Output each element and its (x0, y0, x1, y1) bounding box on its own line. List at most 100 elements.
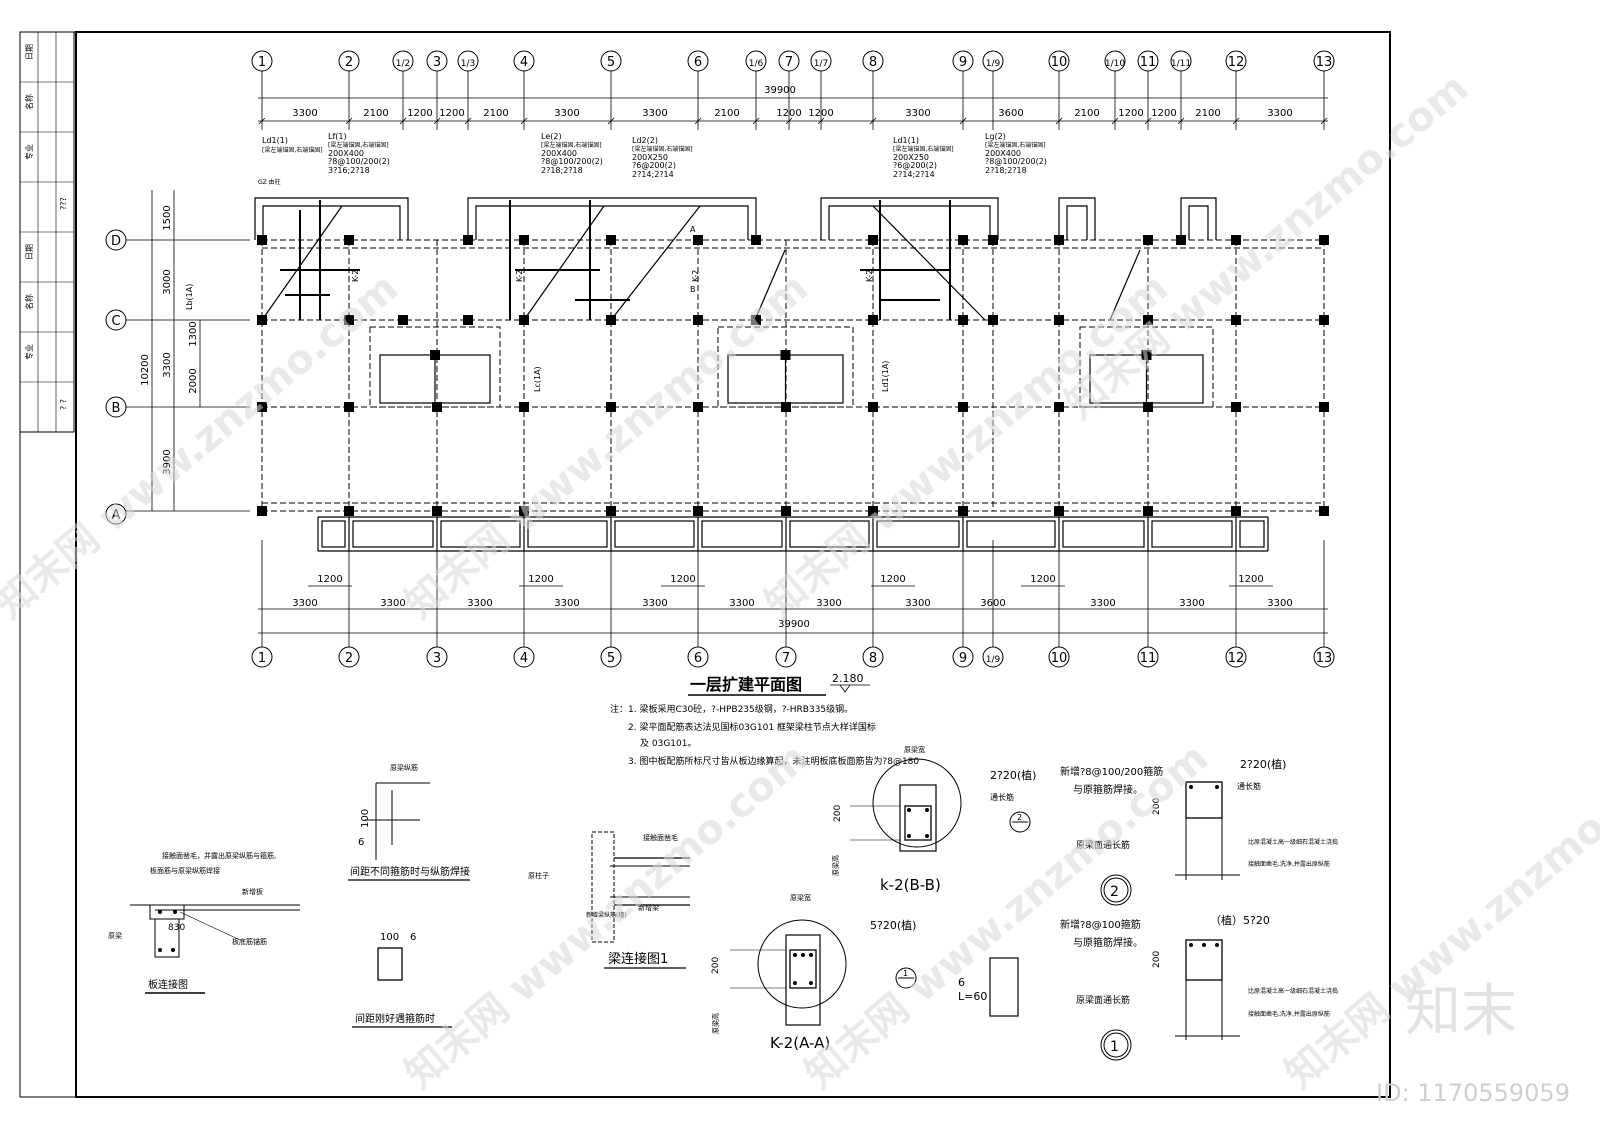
axis-label: 1/6 (749, 59, 764, 69)
svg-text:原梁高: 原梁高 (831, 855, 840, 876)
column (988, 315, 998, 325)
bottom-dim-value: 3300 (1267, 598, 1292, 609)
column (868, 235, 878, 245)
k2bb-title: k-2(B-B) (880, 876, 941, 894)
column (693, 402, 703, 412)
axis-label: 1/11 (1171, 59, 1191, 69)
axis-bubble-bottom: 5 (600, 540, 622, 668)
axis-bubble-row: B (105, 396, 250, 418)
column (1054, 506, 1064, 516)
svg-text:知末网 www.znzmo.com: 知末网 www.znzmo.com (797, 735, 1217, 1098)
svg-text:100: 100 (380, 932, 399, 943)
svg-text:新增?8@100/200箍筋: 新增?8@100/200箍筋 (1060, 765, 1163, 778)
k2-label-4: K-2 (865, 270, 874, 282)
column (1319, 315, 1329, 325)
axis-bubble-top: 7 (778, 50, 800, 130)
column (1319, 402, 1329, 412)
axis-bubble-top: 1/3 (457, 50, 479, 130)
axis-label: 7 (782, 651, 790, 666)
bottom-small-dim: 1200 (670, 574, 695, 585)
beam-connection-title: 梁连接图1 (608, 951, 668, 967)
top-dim-value: 2100 (1074, 108, 1099, 119)
svg-text:830: 830 (168, 923, 185, 933)
column (988, 235, 998, 245)
balcony-outline (467, 197, 757, 240)
column (257, 402, 267, 412)
svg-text:[梁左端锚固,右端锚固]: [梁左端锚固,右端锚固] (541, 141, 602, 149)
svg-text:新增梁: 新增梁 (638, 903, 659, 912)
top-dim-value: 1200 (1151, 108, 1176, 119)
column (257, 235, 267, 245)
top-dim-value: 3300 (292, 108, 317, 119)
left-dim-value: 2000 (188, 368, 199, 393)
column (344, 402, 354, 412)
svg-text:1: 1 (1110, 1039, 1119, 1055)
stair-diagonal (1109, 249, 1141, 321)
svg-text:?8@100/200(2): ?8@100/200(2) (328, 157, 390, 166)
svg-text:接触面凿毛: 接触面凿毛 (643, 833, 678, 842)
top-dim-value: 2100 (363, 108, 388, 119)
axis-bubble-top: 4 (513, 50, 535, 130)
balcony-outline (254, 197, 409, 240)
column (344, 315, 354, 325)
axis-bubble-top: 10 (1048, 50, 1070, 130)
svg-text:100: 100 (360, 809, 371, 828)
column (751, 315, 761, 325)
column (1143, 402, 1153, 412)
column (868, 506, 878, 516)
bottom-dim-value: 3300 (1179, 598, 1204, 609)
svg-text:200X250: 200X250 (893, 153, 929, 162)
axis-label: 10 (1051, 55, 1068, 70)
axis-label: 12 (1228, 55, 1245, 70)
axis-bubble-top: 5 (600, 50, 622, 130)
column (398, 315, 408, 325)
tb-cell-7: 专业 (24, 344, 34, 360)
axis-label: 2 (345, 651, 353, 666)
tb-cell-1: 日期 (25, 44, 34, 60)
column (257, 506, 267, 516)
column (463, 315, 473, 325)
axis-bubble-top: 12 (1225, 50, 1247, 130)
axis-bubble-top: 11 (1137, 50, 1159, 130)
column (1231, 506, 1241, 516)
top-dim-value: 3300 (642, 108, 667, 119)
svg-text:原梁面通长筋: 原梁面通长筋 (1076, 994, 1130, 1006)
axis-label: 13 (1316, 651, 1333, 666)
svg-text:Lf(1): Lf(1) (328, 132, 347, 141)
axis-label: 1/3 (461, 59, 475, 69)
axis-label: 3 (433, 651, 441, 666)
bottom-dim-value: 3600 (980, 598, 1005, 609)
column (868, 402, 878, 412)
bottom-dim-value: 3300 (292, 598, 317, 609)
top-dim-value: 1200 (407, 108, 432, 119)
brand-logo: 知末 (1405, 979, 1517, 1044)
column (781, 506, 791, 516)
k2aa-section: 原梁宽 5?20(植) 200 原梁高 1 K-2(A-A) (711, 893, 917, 1052)
beam-label-lf: Lf(1) [梁左端锚固,右端锚固] 200X400 ?8@100/200(2)… (328, 132, 390, 175)
section-1-detail: 新增?8@100箍筋 与原箍筋焊接。 原梁面通长筋 （植）5?20 200 比原… (1060, 913, 1338, 1061)
axis-label: 6 (694, 55, 702, 70)
axis-bubble-top: 8 (862, 50, 884, 130)
section-a-mark: A (690, 225, 696, 234)
top-total-dim: 39900 (764, 85, 796, 96)
axis-label: 1/10 (1105, 59, 1125, 69)
svg-text:知末网 www.znzmo.com: 知末网 www.znzmo.com (0, 265, 407, 628)
top-dim-value: 3600 (998, 108, 1023, 119)
stair-diagonal (610, 205, 701, 321)
tb-cell-2: 名称 (24, 94, 34, 110)
axis-label: 8 (869, 55, 877, 70)
axis-label: 5 (607, 55, 615, 70)
ld-label: Ld1(1A) (881, 361, 890, 392)
bottom-small-dim: 1200 (317, 574, 342, 585)
top-dim-value: 2100 (1195, 108, 1220, 119)
axis-label: 3 (433, 55, 441, 70)
svg-text:?6@200(2): ?6@200(2) (632, 161, 676, 170)
svg-text:接触面凿毛，并露出原梁纵筋与箍筋,: 接触面凿毛，并露出原梁纵筋与箍筋, (162, 851, 276, 860)
axis-bubble-bottom: 1 (251, 540, 273, 668)
svg-text:Ld1(1): Ld1(1) (262, 136, 288, 145)
left-dim-value: 3300 (162, 352, 173, 377)
dimension-lines: 3300 2100 1200 1200 2100 3300 3300 2100 1200 1200… (140, 97, 1328, 634)
drawing-title: 一层扩建平面图 (690, 675, 802, 694)
axis-bubble-top: 9 (952, 50, 974, 130)
board-connection-detail: 接触面凿毛，并露出原梁纵筋与箍筋, 板面筋与原梁纵筋焊接 新增板 原梁 板底筋锚… (108, 851, 300, 994)
